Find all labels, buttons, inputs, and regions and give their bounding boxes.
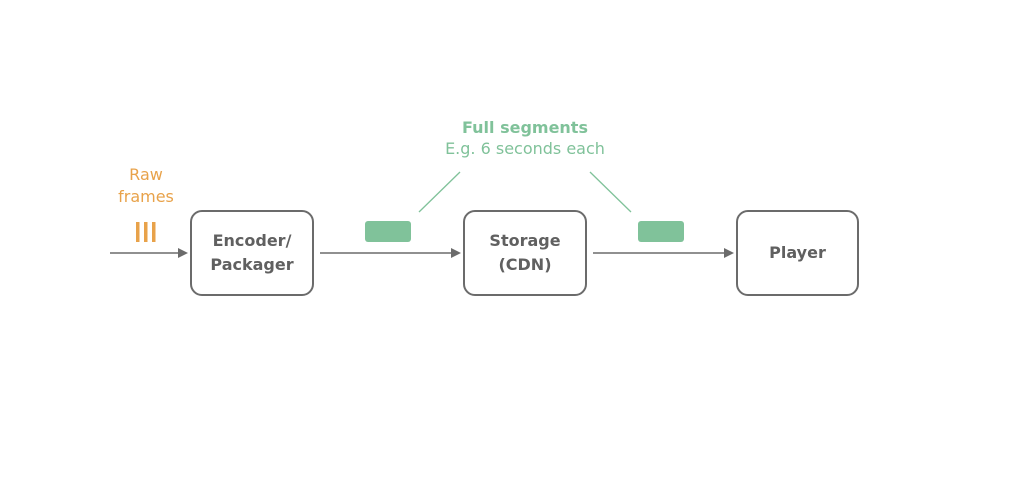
encoder-packager-box: Encoder/ Packager [190,210,314,296]
player-label: Player [769,243,826,262]
segment-block-right [638,221,684,242]
raw-frames-icon [136,222,156,242]
segments-subtitle: E.g. 6 seconds each [445,139,605,158]
storage-cdn-box: Storage (CDN) [463,210,587,296]
raw-frame-bar [136,222,140,242]
storage-cdn-label: Storage (CDN) [489,231,561,274]
callout-line-right [589,171,632,213]
raw-frames-label: Raw frames [118,165,174,206]
callout-line-left [418,171,461,213]
raw-frame-bar [144,222,148,242]
segments-title: Full segments [462,118,588,137]
segment-block-left [365,221,411,242]
player-box: Player [736,210,859,296]
raw-frame-bar [152,222,156,242]
encoder-packager-label: Encoder/ Packager [210,231,294,274]
